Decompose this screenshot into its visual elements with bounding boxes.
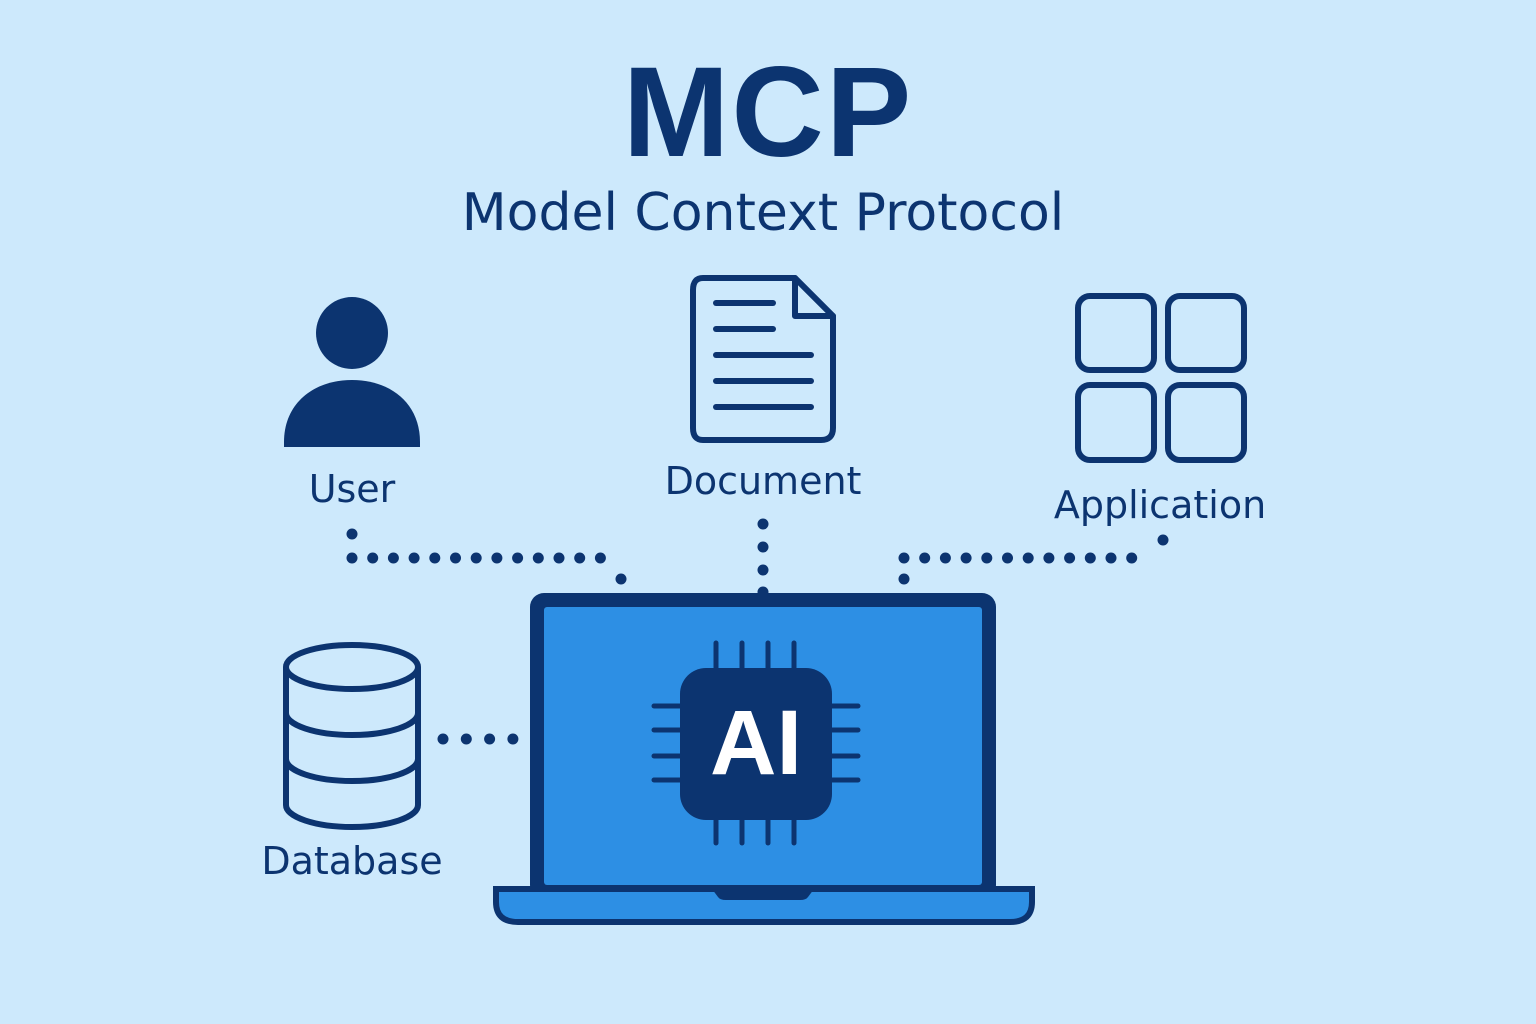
user-label: User: [308, 467, 396, 511]
user-icon: [284, 297, 420, 447]
connector-dot: [437, 733, 449, 745]
diagram-title: MCP: [622, 41, 914, 184]
connector-dot: [1126, 552, 1138, 564]
connector-dot: [1043, 552, 1055, 564]
app-grid-icon: [1075, 293, 1247, 463]
connector-dot: [532, 552, 544, 564]
connector-database-to-ai: [437, 733, 519, 745]
application-label: Application: [1053, 483, 1267, 527]
connector-dot: [429, 552, 441, 564]
connector-dot: [757, 564, 769, 576]
connector-dot: [574, 552, 586, 564]
connector-dot: [757, 541, 769, 553]
connector-dot: [594, 552, 606, 564]
connector-dot: [960, 552, 972, 564]
database-icon: [283, 642, 421, 830]
connector-dot: [919, 552, 931, 564]
connector-dot: [1064, 552, 1076, 564]
processor-chip-icon: [651, 640, 861, 846]
document-label: Document: [664, 459, 862, 503]
connector-dot: [1105, 552, 1117, 564]
connector-dot: [1002, 552, 1013, 564]
connector-dot: [346, 552, 358, 564]
connector-dot: [1157, 534, 1169, 546]
connector-dot: [460, 733, 472, 745]
connector-dot: [898, 573, 910, 585]
connector-dot: [512, 552, 524, 564]
connector-dot: [450, 552, 461, 564]
connector-application-to-ai: [898, 534, 1169, 585]
diagram-subtitle: Model Context Protocol: [461, 183, 1065, 243]
connector-dot: [470, 552, 482, 564]
connector-dot: [387, 552, 399, 564]
connector-user-to-ai: [346, 528, 627, 585]
connector-dot: [981, 552, 993, 564]
connector-dot: [367, 552, 379, 564]
connector-dot: [898, 552, 910, 564]
connectors: [346, 518, 1169, 745]
connector-dot: [484, 733, 496, 745]
connector-dot: [757, 518, 769, 530]
connector-dot: [615, 573, 627, 585]
connector-dot: [408, 552, 420, 564]
database-label: Database: [261, 839, 443, 883]
connector-dot: [1084, 552, 1096, 564]
connector-document-to-ai: [757, 518, 769, 598]
connector-dot: [939, 552, 951, 564]
connector-dot: [491, 552, 503, 564]
ai-chip-label: AI: [710, 692, 802, 794]
connector-dot: [553, 552, 565, 564]
connector-dot: [507, 733, 519, 745]
connector-dot: [346, 528, 358, 540]
connector-dot: [1022, 552, 1034, 564]
document-icon: [690, 275, 836, 443]
